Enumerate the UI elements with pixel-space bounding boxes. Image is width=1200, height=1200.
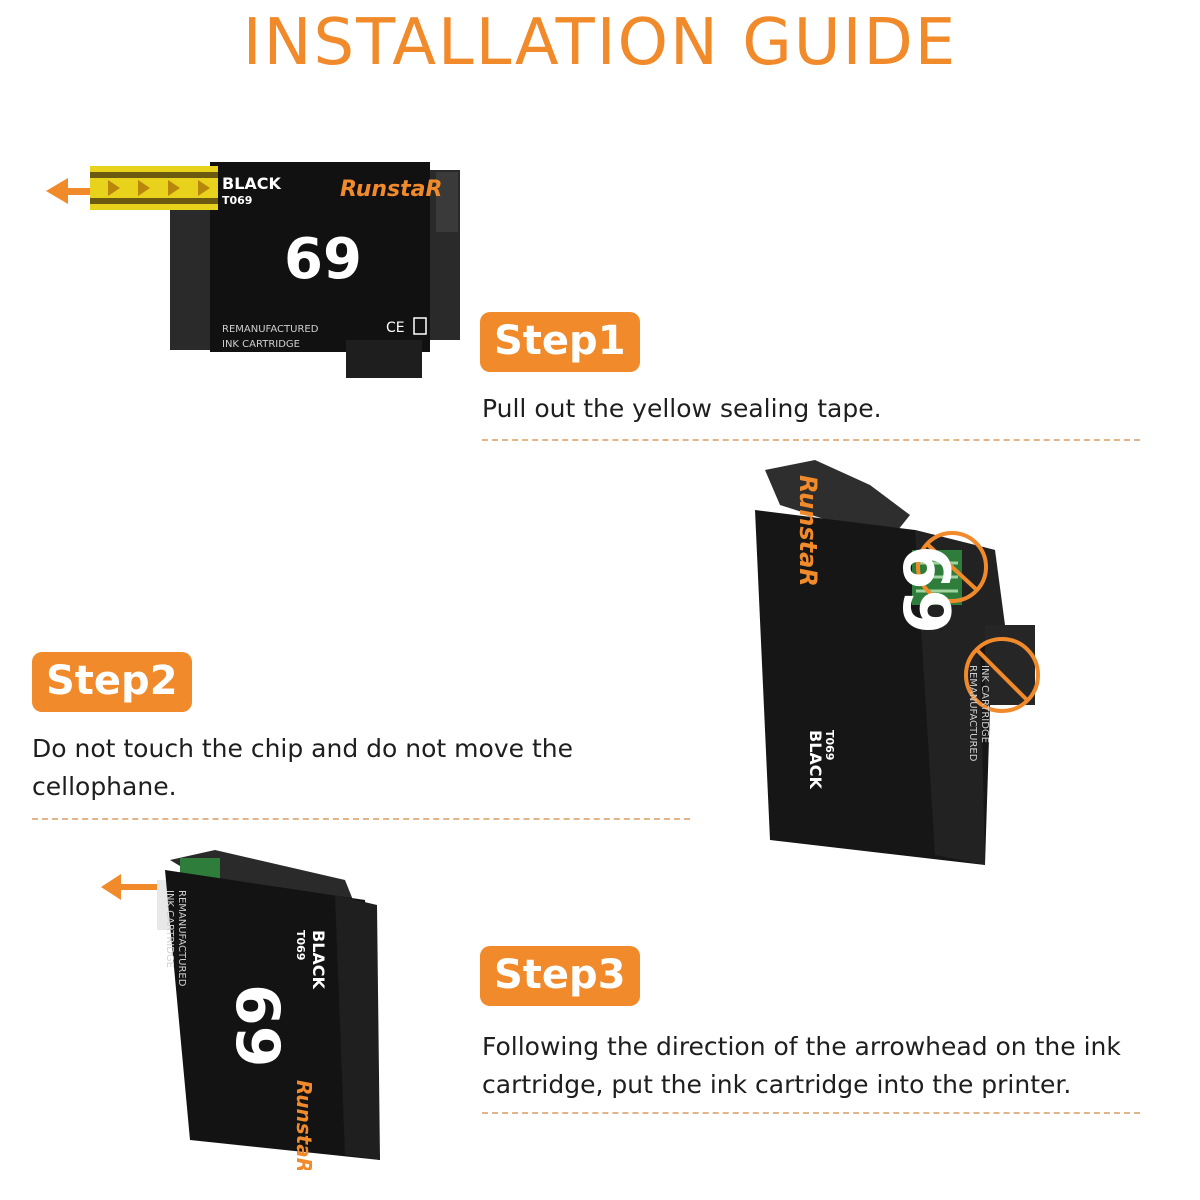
step1-badge: Step1 [480, 312, 640, 372]
brand-logo: RunstaR [292, 1080, 316, 1170]
prohibited-icon [916, 531, 988, 603]
arrow-left-icon [101, 874, 157, 900]
step3-divider [482, 1112, 1140, 1114]
cartridge-illustration-1: BLACK T069 RunstaR 69 REMANUFACTURED INK… [46, 162, 460, 378]
step2-divider [32, 818, 690, 820]
cartridge-color-name: BLACK [309, 930, 328, 990]
step2-badge: Step2 [32, 652, 192, 712]
cartridge-line1: REMANUFACTURED [176, 890, 187, 987]
step1-text: Pull out the yellow sealing tape. [482, 394, 882, 423]
step3-badge: Step3 [480, 946, 640, 1006]
step2-text: Do not touch the chip and do not move th… [32, 734, 573, 801]
step1-divider [482, 439, 1140, 441]
cartridge-model-code: T069 [222, 194, 252, 207]
cartridge-illustration-2: 69 RunstaR BLACK T069 REMANUFACTURED INK… [755, 460, 1040, 865]
cartridge-number: 69 [284, 227, 362, 292]
recycle-bin-icon [413, 317, 427, 335]
step3-text: Following the direction of the arrowhead… [482, 1032, 1121, 1099]
cartridge-line2: INK CARTRIDGE [222, 339, 300, 350]
cartridge-line2: INK CARTRIDGE [979, 665, 990, 743]
cartridge-number: 69 [222, 984, 292, 1068]
brand-logo: RunstaR [340, 177, 442, 202]
cartridge-line1: REMANUFACTURED [222, 324, 319, 335]
cartridge-model-code: T069 [823, 730, 836, 760]
cartridge-model-code: T069 [294, 930, 307, 960]
cartridge-line1: REMANUFACTURED [967, 665, 978, 762]
cartridge-line2: INK CARTRIDGE [164, 890, 175, 968]
cartridge-number: 69 [888, 545, 962, 634]
cartridge-illustration-3: 69 BLACK T069 RunstaR REMANUFACTURED INK… [101, 850, 380, 1170]
brand-logo: RunstaR [794, 475, 822, 587]
prohibited-icon [964, 637, 1040, 713]
page-title: INSTALLATION GUIDE [242, 6, 958, 80]
cartridge-color-name: BLACK [222, 174, 282, 193]
ce-mark: CE [386, 320, 405, 336]
sealing-tape [90, 166, 218, 210]
cartridge-color-name: BLACK [806, 730, 825, 790]
